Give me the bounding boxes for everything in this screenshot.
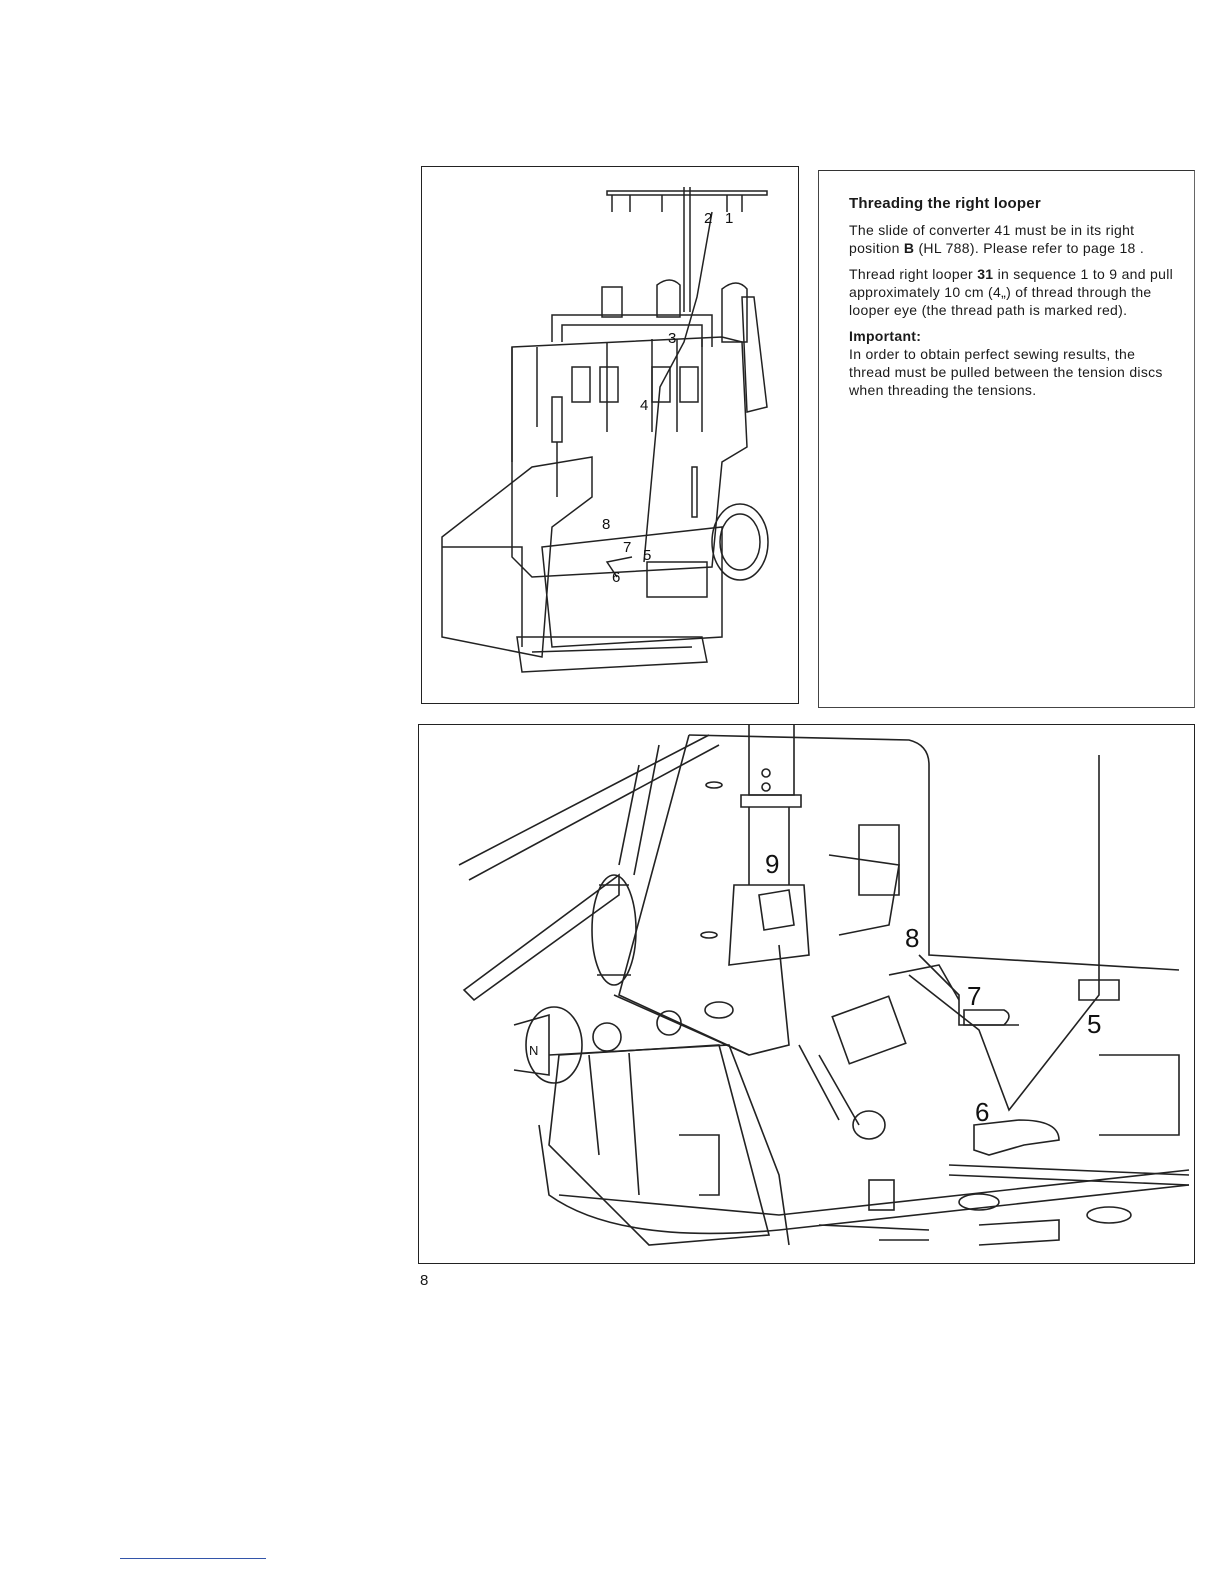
label-3: 3	[668, 330, 676, 347]
dial-letter: N	[529, 1043, 538, 1058]
footer-rule	[120, 1558, 266, 1559]
para1-text-a: The slide of converter 41 must be in its…	[849, 222, 1135, 256]
looper-closeup-drawing: N 9 8 7 5 6	[458, 725, 1190, 1246]
para2-text-a: Thread right looper	[849, 266, 978, 282]
important-text: In order to obtain perfect sewing result…	[849, 346, 1163, 398]
overview-illustration: 2 1 3 4 5 6 7 8	[421, 166, 799, 704]
paragraph-converter: The slide of converter 41 must be in its…	[849, 221, 1179, 257]
paragraph-threading: Thread right looper 31 in sequence 1 to …	[849, 265, 1179, 319]
section-heading: Threading the right looper	[849, 195, 1041, 212]
label-8: 8	[602, 516, 610, 533]
label-6: 6	[975, 1097, 989, 1127]
label-5: 5	[643, 547, 651, 564]
para2-text-c: in sequence 1 to 9 and pull approximatel…	[849, 266, 1174, 318]
label-7: 7	[623, 539, 631, 556]
para2-looper-number: 31	[977, 266, 994, 282]
label-8: 8	[905, 923, 919, 953]
para1-position-letter: B	[903, 240, 915, 256]
important-label: Important:	[849, 328, 922, 344]
label-7: 7	[967, 981, 981, 1011]
para1-text-c: (HL 788). Please refer to page 18 .	[914, 240, 1145, 256]
instructions-panel: Threading the right looper The slide of …	[818, 170, 1195, 708]
label-6: 6	[612, 569, 620, 586]
closeup-illustration: N 9 8 7 5 6	[418, 724, 1195, 1264]
label-1: 1	[725, 210, 733, 227]
label-9: 9	[765, 849, 779, 879]
overlocker-drawing: 2 1 3 4 5 6 7 8	[441, 187, 769, 673]
label-4: 4	[640, 397, 648, 414]
label-2: 2	[704, 210, 712, 227]
label-5: 5	[1087, 1009, 1101, 1039]
page-number: 8	[420, 1272, 429, 1289]
